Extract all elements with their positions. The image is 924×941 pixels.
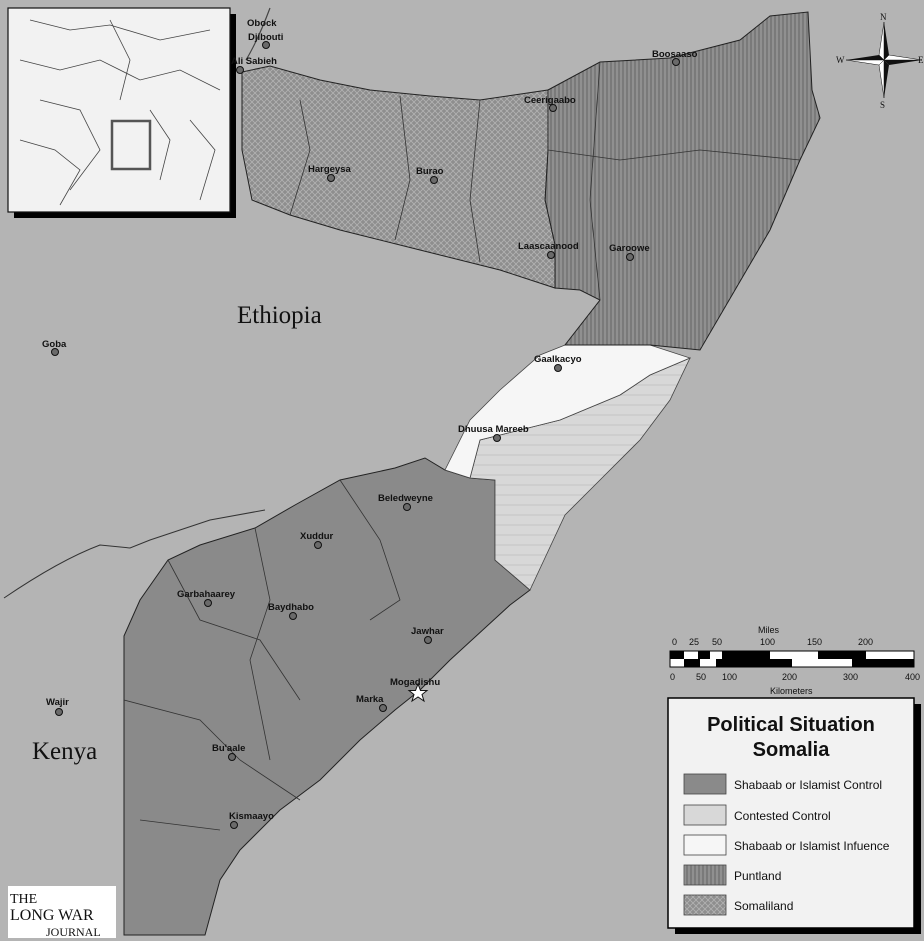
country-label-kenya: Kenya [32, 738, 97, 765]
city-markers [51, 41, 680, 829]
legend-label-puntland: Puntland [734, 869, 781, 883]
gulf-coast-line [245, 7, 271, 61]
legend-label-shabaab-control: Shabaab or Islamist Control [734, 778, 882, 792]
compass-e: E [918, 55, 924, 65]
scale-miles-label: Miles [758, 625, 780, 635]
logo-line2: LONG WAR [10, 907, 94, 924]
city-label-garbahaarey: Garbahaarey [177, 589, 236, 600]
compass-rose-icon [845, 21, 923, 99]
legend-title-line2: Somalia [753, 739, 831, 761]
scale-km-tick-50: 50 [696, 672, 706, 682]
city-label-xuddur: Xuddur [300, 531, 334, 542]
city-label-wajir: Wajir [46, 697, 69, 708]
legend: Political Situation Somalia Shabaab or I… [667, 697, 921, 934]
city-label-gaalkacyo: Gaalkacyo [534, 354, 582, 365]
scale-km-tick-300: 300 [843, 672, 858, 682]
ethiopia-kenya-border [3, 509, 266, 599]
scale-mile-tick-150: 150 [807, 637, 822, 647]
city-label-ali-sabieh: Ali Sabieh [231, 56, 277, 67]
scale-km-tick-100: 100 [722, 672, 737, 682]
city-label-ceerigaabo: Ceerigaabo [524, 95, 576, 106]
scale-mile-tick-25: 25 [689, 637, 699, 647]
scale-km-tick-200: 200 [782, 672, 797, 682]
city-label-dhuusa-mareeb: Dhuusa Mareeb [458, 424, 529, 435]
scale-km-tick-0: 0 [670, 672, 675, 682]
city-label-baydhabo: Baydhabo [268, 602, 314, 613]
long-war-journal-logo: THE LONG WAR JOURNAL [8, 886, 116, 939]
city-label-djibouti: Djibouti [248, 32, 283, 43]
compass-n: N [880, 12, 887, 22]
legend-label-somaliland: Somaliland [734, 899, 793, 913]
legend-swatch-somaliland [683, 894, 727, 916]
compass-w: W [836, 55, 845, 65]
legend-swatch-contested [683, 804, 727, 826]
scale-mile-tick-50: 50 [712, 637, 722, 647]
city-label-garoowe: Garoowe [609, 243, 650, 254]
scale-bar: Miles 0 25 50 100 150 200 0 50 100 200 3… [669, 625, 920, 696]
logo-line1: THE [10, 892, 37, 907]
city-label-marka: Marka [356, 694, 384, 705]
city-label-jawhar: Jawhar [411, 626, 444, 637]
city-label-laascaanood: Laascaanood [518, 241, 579, 252]
inset-locator-map [7, 7, 236, 218]
city-label-hargeysa: Hargeysa [308, 164, 351, 175]
scale-mile-tick-200: 200 [858, 637, 873, 647]
city-label-obock: Obock [247, 18, 277, 29]
legend-swatch-shabaab-control [683, 773, 727, 795]
legend-label-contested: Contested Control [734, 809, 831, 823]
logo-line3: JOURNAL [46, 925, 101, 939]
scale-mile-tick-0: 0 [672, 637, 677, 647]
legend-label-influence: Shabaab or Islamist Infuence [734, 839, 890, 853]
country-label-ethiopia: Ethiopia [237, 302, 322, 329]
compass-s: S [880, 100, 885, 110]
scale-km-tick-400: 400 [905, 672, 920, 682]
city-label-mogadishu: Mogadishu [390, 677, 440, 688]
region-somaliland [241, 65, 556, 289]
legend-swatch-influence [683, 834, 727, 856]
scale-mile-tick-100: 100 [760, 637, 775, 647]
capital-star-icon [407, 682, 429, 703]
scale-km-label: Kilometers [770, 686, 813, 696]
inset-somalia-frame [110, 119, 152, 171]
city-label-kismaayo: Kismaayo [229, 811, 274, 822]
city-label-beledweyne: Beledweyne [378, 493, 433, 504]
city-label-buaale: Bu'aale [212, 743, 245, 754]
city-label-boosaaso: Boosaaso [652, 49, 698, 60]
city-label-burao: Burao [416, 166, 444, 177]
legend-title-line1: Political Situation [707, 714, 875, 736]
admin-boundaries [123, 61, 801, 831]
legend-swatch-puntland [683, 864, 727, 886]
city-label-goba: Goba [42, 339, 67, 350]
